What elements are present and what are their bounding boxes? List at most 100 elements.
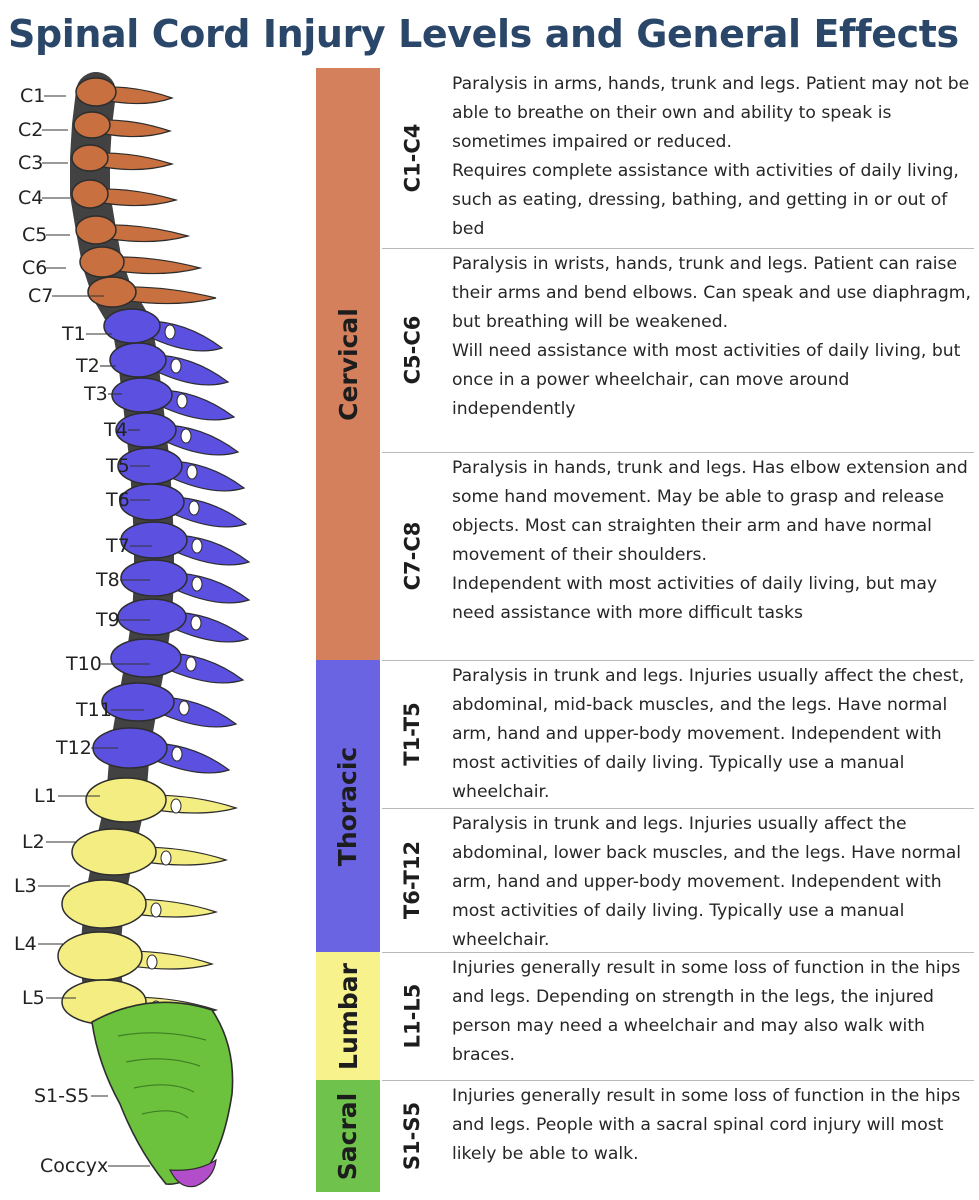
intervertebral-foramen <box>178 700 190 716</box>
level-t6-t12: T6-T12 <box>384 808 440 952</box>
vertebra-label-t5: T5 <box>106 455 130 477</box>
description-text: Independent with most activities of dail… <box>452 574 938 623</box>
description-text: Paralysis in hands, trunk and legs. Has … <box>452 458 968 565</box>
region-label: Lumbar <box>333 962 363 1070</box>
intervertebral-foramen <box>186 464 198 480</box>
description-text: Paralysis in trunk and legs. Injuries us… <box>452 666 965 802</box>
vertebra-label-l5: L5 <box>22 987 45 1009</box>
intervertebral-foramen <box>185 656 197 672</box>
vertebra-label-l3: L3 <box>14 875 37 897</box>
vertebra-body <box>75 77 117 107</box>
intervertebral-foramen <box>170 358 182 374</box>
vertebra-process <box>98 119 172 138</box>
vertebra-body <box>87 276 137 308</box>
level-label: S1-S5 <box>400 1101 425 1171</box>
sacral-ridge <box>125 1058 201 1067</box>
sacrum <box>91 1001 234 1186</box>
vertebra-label-t1: T1 <box>62 323 86 345</box>
vertebra-process <box>103 86 174 105</box>
vertebra-body <box>61 879 147 929</box>
vertebra-body <box>71 179 109 209</box>
intervertebral-foramen <box>171 746 183 762</box>
intervertebral-foramen <box>170 798 182 814</box>
intervertebral-foramen <box>160 850 172 866</box>
region-lumbar: Lumbar <box>316 952 380 1080</box>
description-t1-t5: Paralysis in trunk and legs. Injuries us… <box>452 662 976 807</box>
intervertebral-foramen <box>188 500 200 516</box>
description-l1-l5: Injuries generally result in some loss o… <box>452 954 976 1079</box>
vertebra-body <box>79 246 125 278</box>
level-label: C5-C6 <box>400 315 425 385</box>
vertebra-process <box>162 460 246 492</box>
description-c1-c4: Paralysis in arms, hands, trunk and legs… <box>452 70 976 247</box>
intervertebral-foramen <box>191 538 203 554</box>
row-divider <box>382 1080 974 1081</box>
vertebra-process <box>103 224 191 243</box>
intervertebral-foramen <box>164 324 176 340</box>
vertebra-label-t4: T4 <box>104 419 128 441</box>
vertebra-label-t7: T7 <box>106 535 130 557</box>
sacral-ridge <box>141 1110 189 1119</box>
row-divider <box>382 952 974 953</box>
region-cervical: Cervical <box>316 68 380 660</box>
vertebra-label-l2: L2 <box>22 831 45 853</box>
intervertebral-foramen <box>150 902 162 918</box>
level-label: C1-C4 <box>400 123 425 193</box>
description-text: Injuries generally result in some loss o… <box>452 1086 961 1164</box>
vertebra-label-t3: T3 <box>84 383 108 405</box>
description-c7-c8: Paralysis in hands, trunk and legs. Has … <box>452 454 976 659</box>
description-text: Paralysis in arms, hands, trunk and legs… <box>452 74 970 152</box>
vertebra-body <box>71 144 109 172</box>
vertebra-label-t10: T10 <box>66 653 102 675</box>
region-sacral: Sacral <box>316 1080 380 1192</box>
vertebra-body <box>111 377 173 413</box>
intervertebral-foramen <box>146 954 158 970</box>
vertebra-process <box>110 256 203 275</box>
description-t6-t12: Paralysis in trunk and legs. Injuries us… <box>452 810 976 951</box>
vertebra-process <box>164 496 248 528</box>
description-text: Injuries generally result in some loss o… <box>452 958 961 1065</box>
description-s1-s5: Injuries generally result in some loss o… <box>452 1082 976 1191</box>
intervertebral-foramen <box>191 576 203 592</box>
level-label: C7-C8 <box>400 521 425 591</box>
coccyx <box>168 1158 217 1188</box>
description-text: Paralysis in wrists, hands, trunk and le… <box>452 254 971 332</box>
vertebra-process <box>148 354 230 386</box>
description-text: Requires complete assistance with activi… <box>452 161 959 239</box>
description-text: Paralysis in trunk and legs. Injuries us… <box>452 814 962 950</box>
vertebra-process <box>96 152 175 171</box>
intervertebral-foramen <box>176 393 188 409</box>
region-label: Sacral <box>333 1092 363 1180</box>
vertebra-body <box>109 342 167 378</box>
vertebra-label-s1-s5: S1-S5 <box>34 1085 90 1107</box>
vertebra-body <box>115 412 177 448</box>
vertebra-label-l4: L4 <box>14 933 37 955</box>
vertebra-label-t9: T9 <box>96 609 120 631</box>
sacral-ridge <box>117 1032 207 1041</box>
level-t1-t5: T1-T5 <box>384 660 440 808</box>
level-label: T1-T5 <box>400 702 425 766</box>
region-label: Cervical <box>333 307 363 421</box>
vertebra-process <box>96 188 179 207</box>
level-l1-l5: L1-L5 <box>384 952 440 1080</box>
vertebra-process <box>142 320 224 352</box>
vertebra-body <box>120 521 188 559</box>
vertebra-process <box>121 286 217 305</box>
vertebra-body <box>119 483 185 521</box>
vertebra-label-t8: T8 <box>96 569 120 591</box>
vertebra-body <box>120 559 188 597</box>
level-label: T6-T12 <box>400 840 424 920</box>
vertebra-label-c3: C3 <box>18 152 44 174</box>
vertebra-process <box>153 389 236 421</box>
vertebra-body <box>101 682 175 722</box>
region-label: Thoracic <box>333 746 363 866</box>
vertebra-body <box>85 777 167 823</box>
vertebra-body <box>57 931 143 981</box>
vertebra-body <box>110 638 182 678</box>
level-s1-s5: S1-S5 <box>384 1080 440 1192</box>
vertebra-label-c1: C1 <box>20 85 46 107</box>
page-title: Spinal Cord Injury Levels and General Ef… <box>8 12 959 56</box>
vertebra-body <box>71 828 157 876</box>
vertebra-label-c4: C4 <box>18 187 44 209</box>
vertebra-process <box>166 572 251 604</box>
